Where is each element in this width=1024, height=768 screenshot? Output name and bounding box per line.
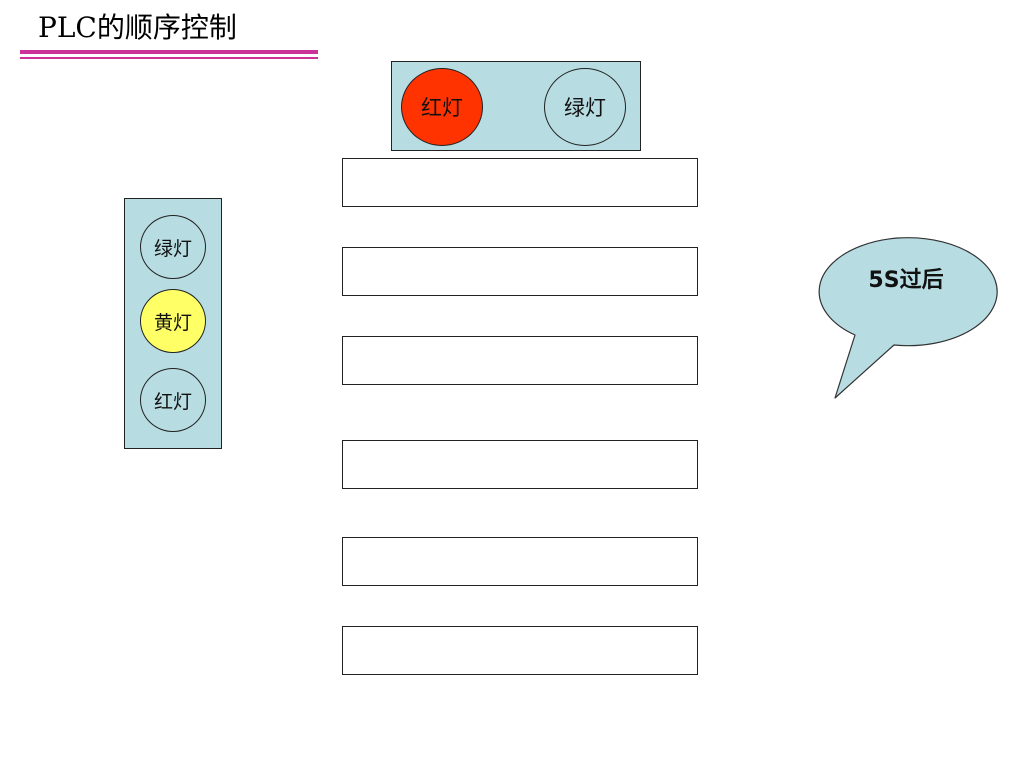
sequence-box-2 — [342, 247, 698, 296]
callout-bubble — [818, 237, 998, 399]
callout-text: 5S过后 — [868, 268, 944, 293]
top-red-lamp: 红灯 — [401, 68, 483, 146]
sequence-box-6 — [342, 626, 698, 675]
callout-bubble-shape — [818, 237, 998, 399]
title-underline-thin — [20, 57, 318, 59]
sequence-box-5 — [342, 537, 698, 586]
sequence-box-1 — [342, 158, 698, 207]
left-green-lamp: 绿灯 — [140, 215, 206, 279]
left-traffic-light-panel: 绿灯 黄灯 红灯 — [124, 198, 222, 449]
left-yellow-lamp: 黄灯 — [140, 289, 206, 353]
sequence-box-3 — [342, 336, 698, 385]
left-red-lamp: 红灯 — [140, 368, 206, 432]
page-title: PLC的顺序控制 — [38, 11, 237, 44]
top-traffic-light-panel: 红灯 绿灯 — [391, 61, 641, 151]
title-underline-thick — [20, 50, 318, 54]
sequence-box-4 — [342, 440, 698, 489]
top-green-lamp: 绿灯 — [544, 68, 626, 146]
